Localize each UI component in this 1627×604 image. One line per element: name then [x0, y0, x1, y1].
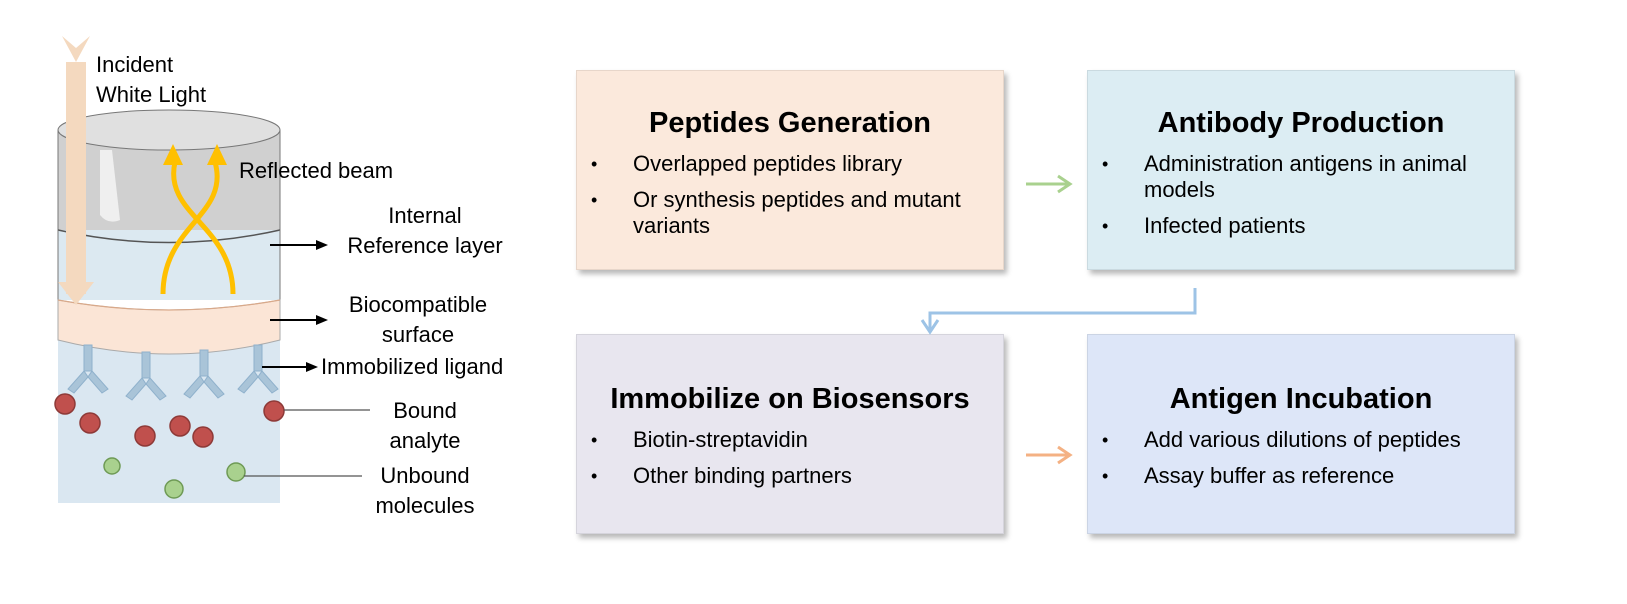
- reference-label-line2: Reference layer: [347, 233, 503, 258]
- step-immobilize-biosensors: Immobilize on Biosensors Biotin-streptav…: [576, 334, 1004, 534]
- incident-label-line2: White Light: [96, 82, 207, 107]
- bullet-item: Or synthesis peptides and mutant variant…: [577, 187, 991, 239]
- unbound-label-line2: molecules: [375, 493, 475, 518]
- bullet-item: Other binding partners: [577, 463, 991, 489]
- bound-analyte-label: Bound analyte: [360, 396, 490, 456]
- unbound-molecules-label: Unbound molecules: [355, 461, 495, 521]
- bound-label-line1: Bound: [393, 398, 457, 423]
- bullet-item: Add various dilutions of peptides: [1088, 427, 1502, 453]
- bullet-item: Infected patients: [1088, 213, 1502, 239]
- biocompatible-label-line2: surface: [381, 322, 455, 347]
- step-bullets: Add various dilutions of peptides Assay …: [1088, 427, 1502, 499]
- step-peptides-generation: Peptides Generation Overlapped peptides …: [576, 70, 1004, 270]
- label-pointer-lines: [244, 409, 370, 477]
- arrow-step2-to-step3: [920, 288, 1197, 335]
- bullet-item: Biotin-streptavidin: [577, 427, 991, 453]
- incident-light-arrow: [58, 36, 94, 305]
- bound-label-line2: analyte: [389, 428, 461, 453]
- reflected-arrowhead-left: [163, 144, 183, 165]
- immobilized-ligands: [67, 344, 279, 401]
- step-title: Peptides Generation: [648, 107, 931, 139]
- reflected-beam-label: Reflected beam: [239, 158, 394, 183]
- top-glass-layer: [57, 109, 281, 230]
- unbound-molecules: [103, 457, 246, 499]
- incident-label-line1: Incident: [96, 52, 174, 77]
- step-title: Immobilize on Biosensors: [610, 383, 970, 415]
- arrow-step1-to-step2: [1026, 174, 1073, 194]
- step-bullets: Overlapped peptides library Or synthesis…: [577, 151, 991, 249]
- reference-layer-label: Internal Reference layer: [330, 201, 520, 261]
- reference-label-line1: Internal: [388, 203, 462, 228]
- reflected-beam-arrows: [160, 161, 236, 295]
- unbound-label-line1: Unbound: [380, 463, 470, 488]
- immobilized-ligand-label: Immobilized ligand: [321, 354, 504, 379]
- step-antibody-production: Antibody Production Administration antig…: [1087, 70, 1515, 270]
- step-bullets: Biotin-streptavidin Other binding partne…: [577, 427, 991, 499]
- bullet-item: Administration antigens in animal models: [1088, 151, 1502, 203]
- label-pointer-arrows: [262, 240, 328, 372]
- bullet-item: Assay buffer as reference: [1088, 463, 1502, 489]
- reflected-arrowhead-right: [207, 144, 227, 165]
- bound-analytes: [54, 393, 285, 448]
- step-title: Antibody Production: [1157, 107, 1445, 139]
- step-bullets: Administration antigens in animal models…: [1088, 151, 1502, 249]
- biocompatible-surface-label: Biocompatible surface: [328, 290, 508, 350]
- biocompatible-surface-layer: [57, 299, 281, 355]
- arrow-step3-to-step4: [1026, 445, 1073, 465]
- incident-light-label: Incident White Light: [96, 50, 206, 110]
- biosensor-diagram: [54, 36, 370, 503]
- bullet-item: Overlapped peptides library: [577, 151, 991, 177]
- biocompatible-label-line1: Biocompatible: [348, 292, 488, 317]
- step-title: Antigen Incubation: [1169, 383, 1433, 415]
- step-antigen-incubation: Antigen Incubation Add various dilutions…: [1087, 334, 1515, 534]
